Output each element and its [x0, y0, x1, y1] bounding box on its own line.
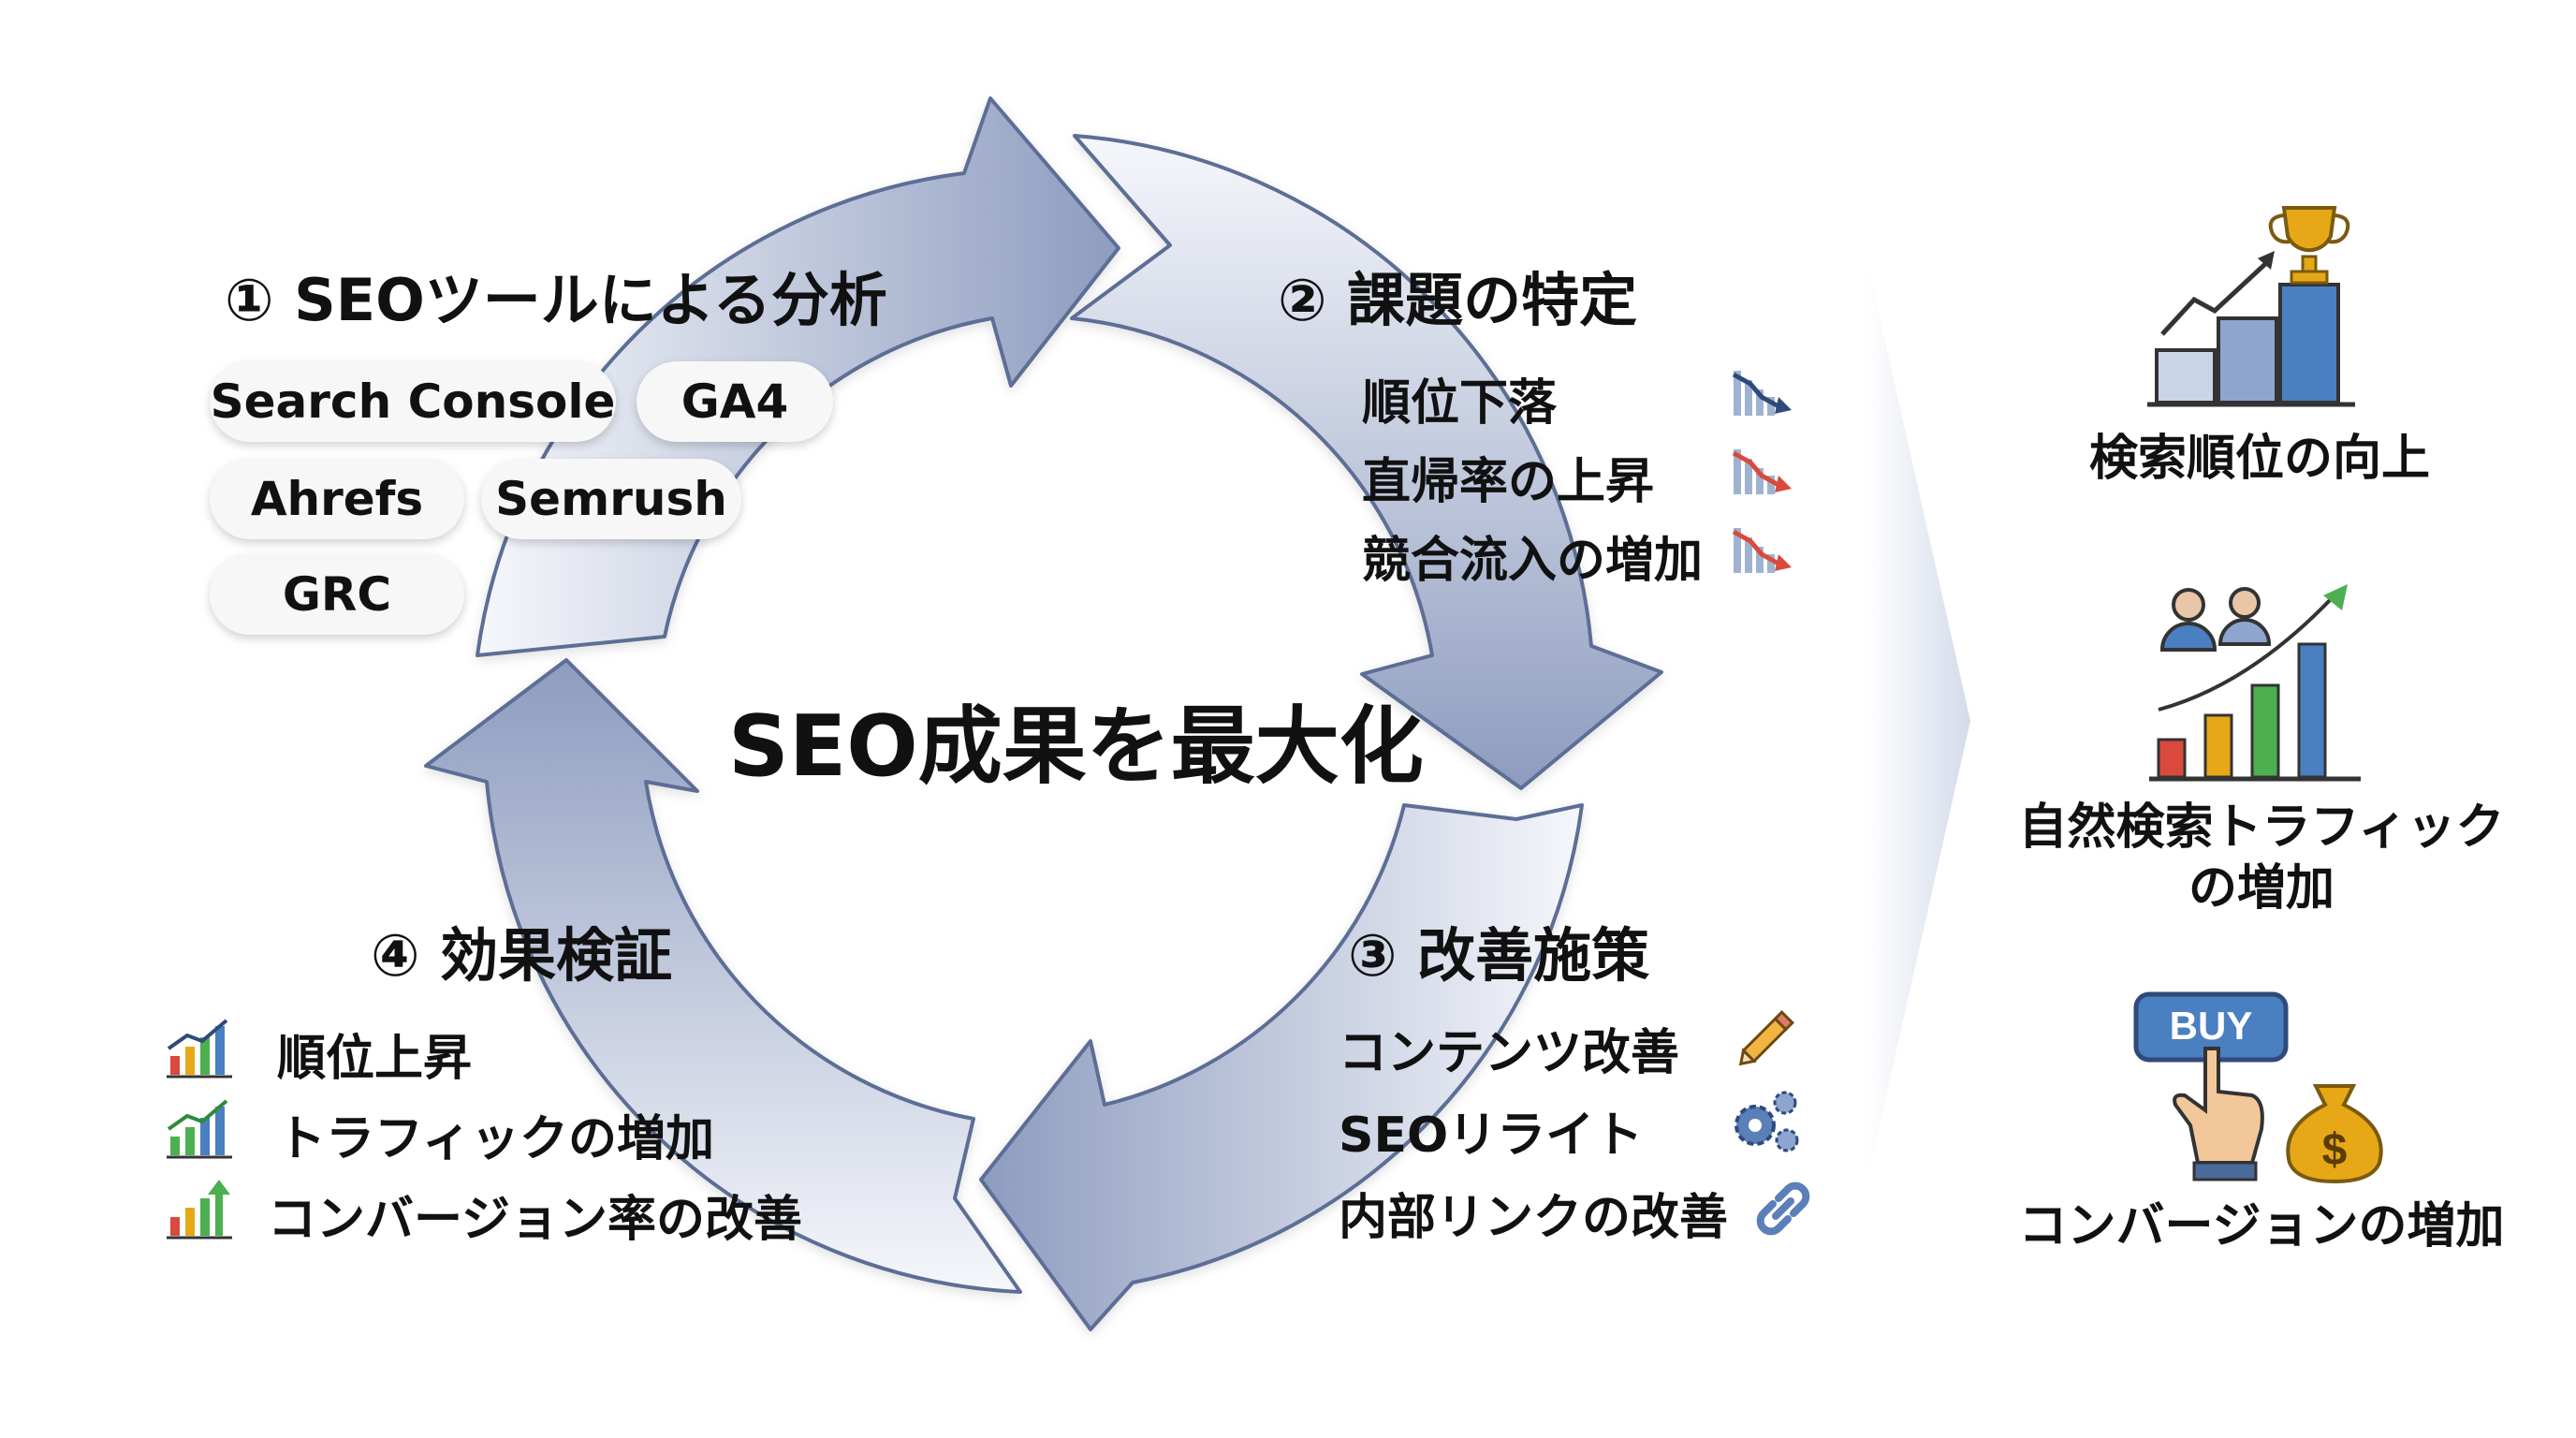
issue-item: 順位下落 [1362, 375, 1558, 432]
outcome-label: 自然検索トラフィック の増加 [2009, 798, 2514, 919]
cycle-arrow-verification-to-analysis [424, 658, 1022, 1294]
tool-pill-grc: GRC [210, 554, 464, 635]
step-3-title: ③ 改善施策 [1348, 921, 1650, 990]
trophy-chart-icon [2147, 206, 2355, 407]
outcome-label: 検索順位の向上 [2082, 429, 2437, 490]
outcome-label-line: 自然検索トラフィック [2018, 800, 2505, 856]
issue-item: 競合流入の増加 [1362, 533, 1704, 589]
pencil-icon [1738, 1010, 1794, 1066]
verification-item: 順位上昇 [277, 1031, 473, 1087]
outcome-label: コンバージョンの増加 [2018, 1196, 2505, 1257]
chain-link-icon [1756, 1181, 1810, 1236]
issue-item: 直帰率の上昇 [1362, 454, 1655, 510]
outcome-pointer-arrow [1867, 262, 1970, 1180]
step-2-title: ② 課題の特定 [1278, 266, 1638, 334]
action-item: 内部リンクの改善 [1339, 1190, 1729, 1246]
step-4-title: ④ 効果検証 [371, 921, 673, 990]
tool-pill-ahrefs: Ahrefs [210, 459, 464, 539]
verification-item: コンバージョン率の改善 [268, 1192, 802, 1248]
buy-button-label: BUY [2170, 1004, 2253, 1048]
cycle-arrow-actions-to-verification [979, 803, 1584, 1331]
people-growth-chart-icon [2149, 584, 2361, 782]
dollar-sign: $ [2322, 1125, 2348, 1175]
rising-arrows-chart-icon [167, 1180, 232, 1240]
rising-bar-chart-icon [167, 1099, 232, 1159]
declining-chart-icon [1732, 528, 1792, 573]
step-1-title: ① SEOツールによる分析 [225, 266, 887, 334]
declining-chart-icon [1732, 371, 1792, 416]
verification-item: トラフィックの増加 [277, 1111, 714, 1167]
tool-pill-ga4: GA4 [637, 361, 833, 442]
outcome-label-line: の増加 [2188, 860, 2334, 917]
buy-button-money-bag-icon: BUY $ [2133, 991, 2383, 1184]
tool-pill-semrush: Semrush [481, 459, 741, 539]
declining-chart-icon [1732, 449, 1792, 494]
outcome-label-line: 検索順位の向上 [2088, 431, 2430, 487]
rising-bar-chart-icon [167, 1019, 232, 1078]
action-item: SEOリライト [1339, 1108, 1644, 1164]
gears-icon [1734, 1091, 1799, 1152]
cycle-arrow-issues-to-actions [1070, 134, 1663, 790]
outcome-label-line: コンバージョンの増加 [2018, 1198, 2505, 1255]
tool-pill-search-console: Search Console [210, 361, 616, 442]
center-title: SEO成果を最大化 [728, 697, 1424, 796]
action-item: コンテンツ改善 [1339, 1025, 1680, 1081]
